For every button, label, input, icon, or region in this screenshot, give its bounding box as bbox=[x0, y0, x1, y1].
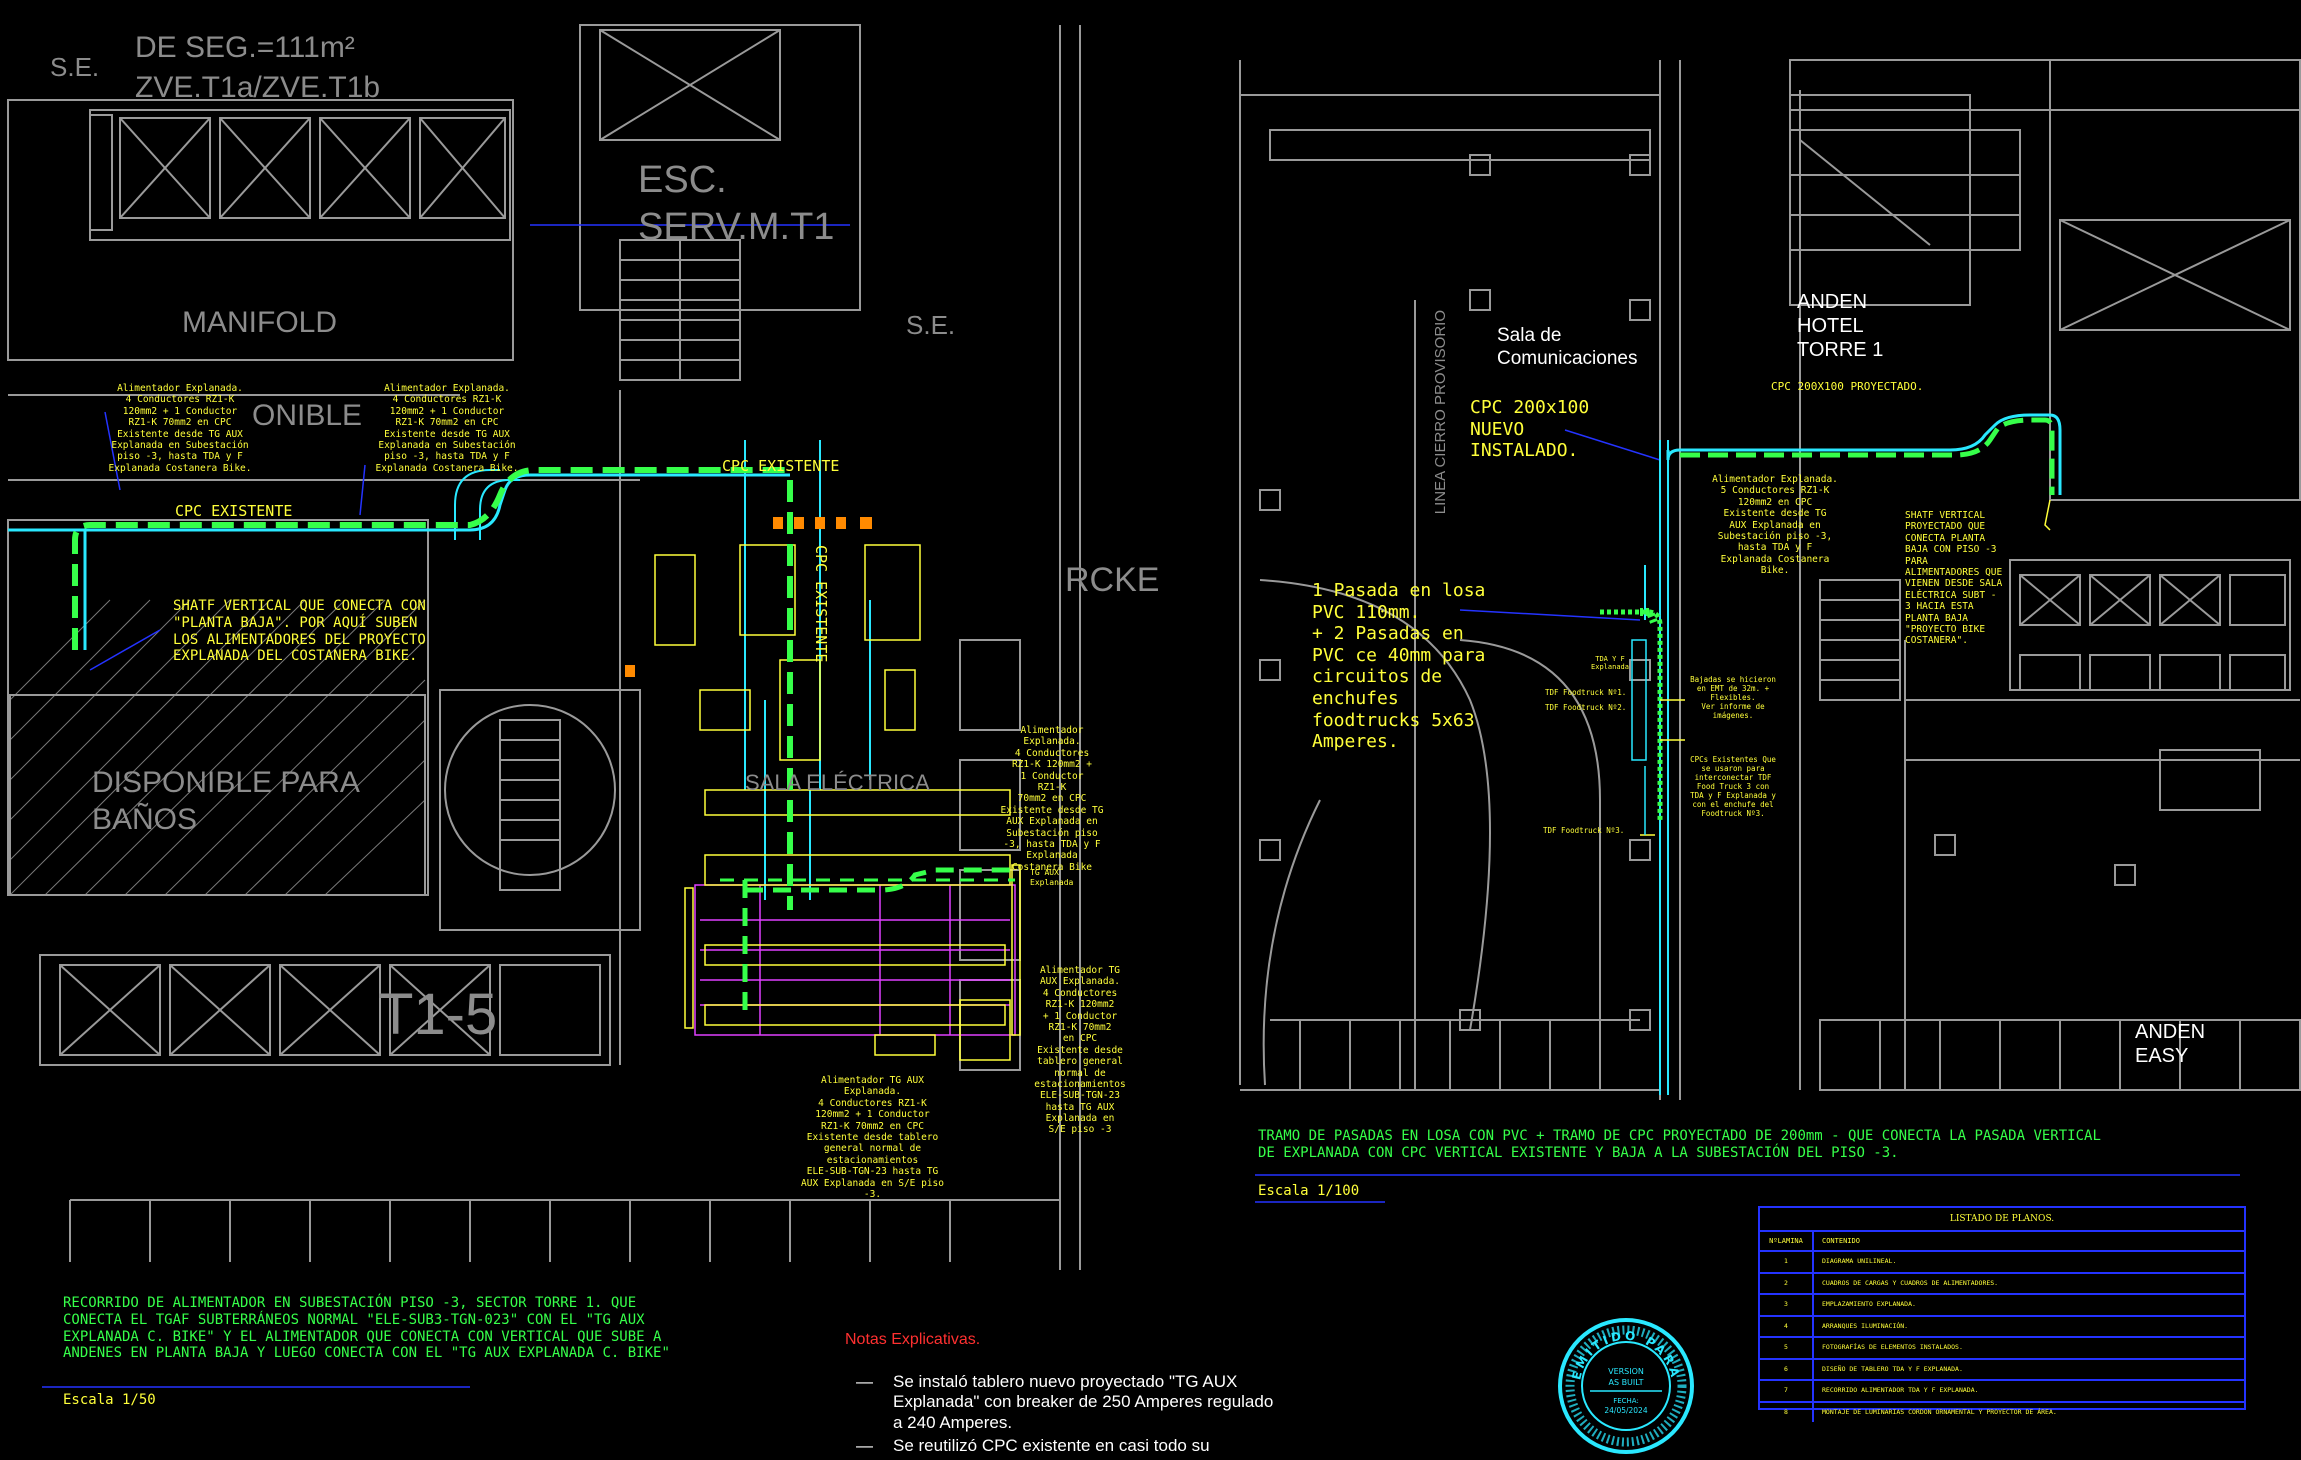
note-item-1: Se instaló tablero nuevo proyectado "TG … bbox=[893, 1372, 1274, 1432]
row-num: 6 bbox=[1760, 1359, 1814, 1379]
note-shaft-left: SHATF VERTICAL QUE CONECTA CON "PLANTA B… bbox=[173, 598, 426, 665]
right-scale: Escala 1/100 bbox=[1258, 1183, 1360, 1199]
plan-list-header: NºLAMINA CONTENIDO bbox=[1760, 1232, 2244, 1252]
rcke-label: RCKE bbox=[1065, 561, 1160, 599]
note-bullet-1: — bbox=[856, 1372, 873, 1391]
cpc-route-right bbox=[1600, 413, 2062, 1095]
table-row: 7 RECORRIDO ALIMENTADOR TDA Y F EXPLANADA… bbox=[1760, 1381, 2244, 1403]
row-content: ARRANQUES ILUMINACIÓN. bbox=[1822, 1321, 1909, 1330]
area-label-2: ZVE.T1a/ZVE.T1b bbox=[135, 71, 381, 104]
sala-electrica-label: SALA ELÉCTRICA bbox=[745, 770, 930, 795]
disponible-banos-1: DISPONIBLE PARA bbox=[92, 766, 360, 799]
col-content-header: CONTENIDO bbox=[1822, 1237, 1860, 1245]
cpc-proyectado-label: CPC 200X100 PROYECTADO. bbox=[1771, 380, 1924, 393]
cpc-existente-label-1: CPC EXISTENTE bbox=[175, 502, 293, 520]
row-content: DISEÑO DE TABLERO TDA Y F EXPLANADA. bbox=[1822, 1364, 1963, 1373]
plan-list-title: LISTADO DE PLANOS. bbox=[1760, 1208, 2244, 1232]
row-content: MONTAJE DE LUMINARIAS CORDON ORNAMENTAL … bbox=[1822, 1407, 2057, 1416]
se-label-center: S.E. bbox=[906, 310, 956, 340]
cpcs-note: CPCs Existentes Que se usaron para inter… bbox=[1690, 755, 1776, 818]
linea-cierro-label: LINEA CIERRO PROVISORIO bbox=[1432, 310, 1449, 515]
note-bullet-2: — bbox=[856, 1436, 873, 1455]
tdf-foodtruck-1: TDF Foodtruck Nº1. bbox=[1545, 688, 1627, 697]
anden-easy-label: ANDEN EASY bbox=[2135, 1021, 2206, 1067]
esc-label-2: SERV.M.T1 bbox=[638, 206, 835, 248]
note-item-2: Se reutilizó CPC existente en casi todo … bbox=[893, 1436, 1210, 1455]
cpc-route-left bbox=[8, 467, 1015, 1020]
breakers bbox=[625, 517, 872, 677]
esc-label-1: ESC. bbox=[638, 159, 727, 201]
t15-label: T1-5 bbox=[378, 982, 498, 1047]
dim-lines bbox=[42, 224, 2240, 1388]
stamp-fecha: 24/05/2024 bbox=[1604, 1406, 1647, 1415]
note-feeder-c: Alimentador Explanada. 4 Conductores RZ1… bbox=[1000, 725, 1104, 873]
tdf-foodtruck-3: TDF Foodtruck Nº3. bbox=[1543, 826, 1625, 835]
disponible-label: ONIBLE bbox=[252, 399, 363, 432]
disponible-banos-2: BAÑOS bbox=[92, 803, 198, 836]
left-hatch bbox=[9, 599, 426, 896]
table-row: 3 EMPLAZAMIENTO EXPLANADA. bbox=[1760, 1295, 2244, 1317]
sala-comunicaciones: Sala de Comunicaciones bbox=[1497, 325, 1638, 369]
manifold-label: MANIFOLD bbox=[182, 306, 338, 339]
note-feeder-e: Alimentador TG AUX Explanada. 4 Conducto… bbox=[801, 1075, 944, 1200]
equipment bbox=[654, 544, 1021, 1061]
note-feeder-b: Alimentador Explanada. 4 Conductores RZ1… bbox=[375, 383, 519, 474]
bajadas-note: Bajadas se hicieron en EMT de 32m. + Fle… bbox=[1690, 675, 1776, 720]
row-num: 4 bbox=[1760, 1316, 1814, 1336]
pasada-note: 1 Pasada en losa PVC 110mm. + 2 Pasadas … bbox=[1312, 580, 1486, 753]
right-caption: TRAMO DE PASADAS EN LOSA CON PVC + TRAMO… bbox=[1258, 1128, 2101, 1161]
note-feeder-a: Alimentador Explanada. 4 Conductores RZ1… bbox=[108, 383, 252, 474]
row-num: 5 bbox=[1760, 1338, 1814, 1358]
se-label-left: S.E. bbox=[50, 52, 100, 82]
col-num-header: NºLAMINA bbox=[1760, 1232, 1814, 1250]
row-content: EMPLAZAMIENTO EXPLANADA. bbox=[1822, 1300, 1916, 1308]
note-shaft-right: SHATF VERTICAL PROYECTADO QUE CONECTA PL… bbox=[1905, 510, 2003, 647]
row-num: 2 bbox=[1760, 1273, 1814, 1293]
cpc-existente-label-2: CPC EXISTENTE bbox=[722, 457, 840, 475]
cpc-existente-vertical: CPC EXISTENTE bbox=[812, 545, 830, 663]
table-row: 4 ARRANQUES ILUMINACIÓN. bbox=[1760, 1316, 2244, 1338]
row-content: CUADROS DE CARGAS Y CUADROS DE ALIMENTAD… bbox=[1822, 1278, 1999, 1287]
tda-label: TDA Y F Explanada bbox=[1591, 655, 1629, 672]
stamp-fecha-label: FECHA: bbox=[1613, 1397, 1639, 1405]
tdf-foodtruck-2: TDF Foodtruck Nº2. bbox=[1545, 703, 1627, 712]
notes-title: Notas Explicativas. bbox=[845, 1331, 981, 1348]
table-row: 8 MONTAJE DE LUMINARIAS CORDON ORNAMENTAL… bbox=[1760, 1402, 2244, 1422]
area-label-1: DE SEG.=111m² bbox=[135, 31, 355, 64]
row-num: 1 bbox=[1760, 1252, 1814, 1272]
tg-aux-label: TG AUX Explanada bbox=[1030, 868, 1074, 887]
left-walls bbox=[7, 24, 1081, 1270]
row-content: RECORRIDO ALIMENTADOR TDA Y F EXPLANADA. bbox=[1822, 1386, 1979, 1394]
note-feeder-d: Alimentador TG AUX Explanada. 4 Conducto… bbox=[1034, 965, 1126, 1136]
stamp-line-2: AS BUILT bbox=[1608, 1378, 1643, 1387]
cpc-nuevo-instalado: CPC 200x100 NUEVO INSTALADO. bbox=[1470, 397, 1590, 462]
row-content: FOTOGRAFÍAS DE ELEMENTOS INSTALADOS. bbox=[1822, 1343, 1963, 1351]
row-num: 3 bbox=[1760, 1295, 1814, 1315]
left-scale: Escala 1/50 bbox=[63, 1392, 156, 1408]
row-num: 7 bbox=[1760, 1381, 1814, 1401]
emitido-para-stamp: EMITIDO PARA VERSION AS BUILT FECHA: 24/… bbox=[1558, 1318, 1694, 1454]
left-caption: RECORRIDO DE ALIMENTADOR EN SUBESTACIÓN … bbox=[63, 1295, 670, 1362]
row-num: 8 bbox=[1760, 1402, 1814, 1422]
table-row: 1 DIAGRAMA UNILINEAL. bbox=[1760, 1252, 2244, 1274]
note-feeder-f: Alimentador Explanada. 5 Conductores RZ1… bbox=[1712, 474, 1838, 577]
table-row: 5 FOTOGRAFÍAS DE ELEMENTOS INSTALADOS. bbox=[1760, 1338, 2244, 1360]
table-row: 2 CUADROS DE CARGAS Y CUADROS DE ALIMENTA… bbox=[1760, 1273, 2244, 1295]
left-conduits bbox=[454, 440, 871, 900]
stamp-line-1: VERSION bbox=[1608, 1367, 1644, 1376]
table-row: 6 DISEÑO DE TABLERO TDA Y F EXPLANADA. bbox=[1760, 1359, 2244, 1381]
row-content: DIAGRAMA UNILINEAL. bbox=[1822, 1257, 1897, 1265]
anden-hotel-label: ANDEN HOTEL TORRE 1 bbox=[1797, 291, 1884, 361]
